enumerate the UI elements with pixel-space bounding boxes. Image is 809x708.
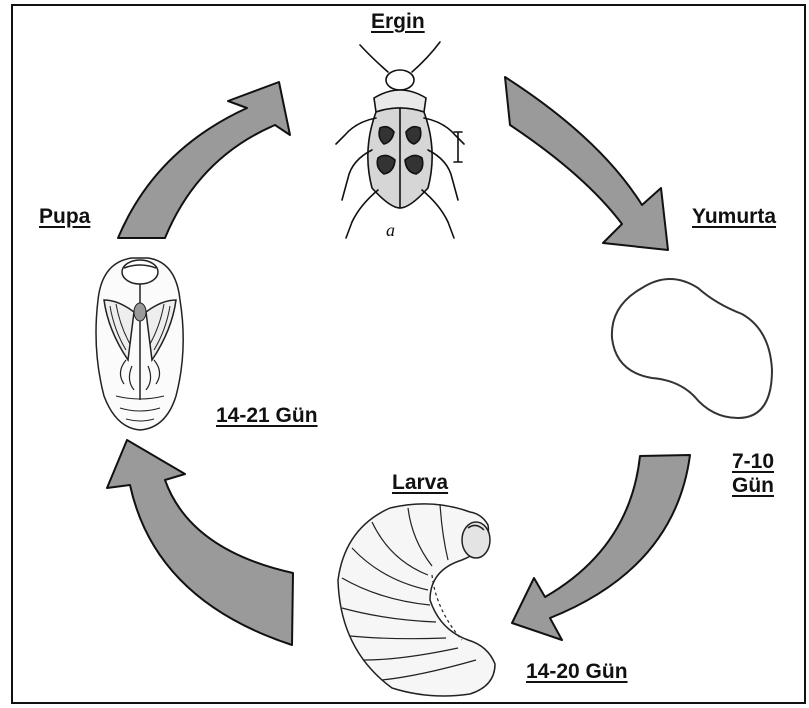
larva-illustration [338,504,495,696]
arrow-larva-to-pupa [107,440,293,645]
adult-beetle-illustration [336,42,464,238]
arrow-pupa-to-adult [118,82,290,238]
stage-label-pupa: Pupa [39,205,90,229]
duration-larva: 14-20 Gün [526,660,628,684]
stage-label-larva: Larva [392,471,448,495]
arrow-adult-to-egg [505,77,668,250]
arrow-egg-to-larva [512,455,690,640]
egg-illustration [612,279,772,418]
duration-egg-line2: Gün [724,474,782,498]
stage-label-adult: Ergin [371,10,425,34]
duration-egg: 7-10 Gün [724,450,782,498]
duration-pupa: 14-21 Gün [216,404,318,428]
pupa-illustration [96,258,183,430]
stage-label-egg: Yumurta [692,205,776,229]
duration-egg-line1: 7-10 [724,450,782,474]
adult-illustration-letter: a [386,220,395,240]
